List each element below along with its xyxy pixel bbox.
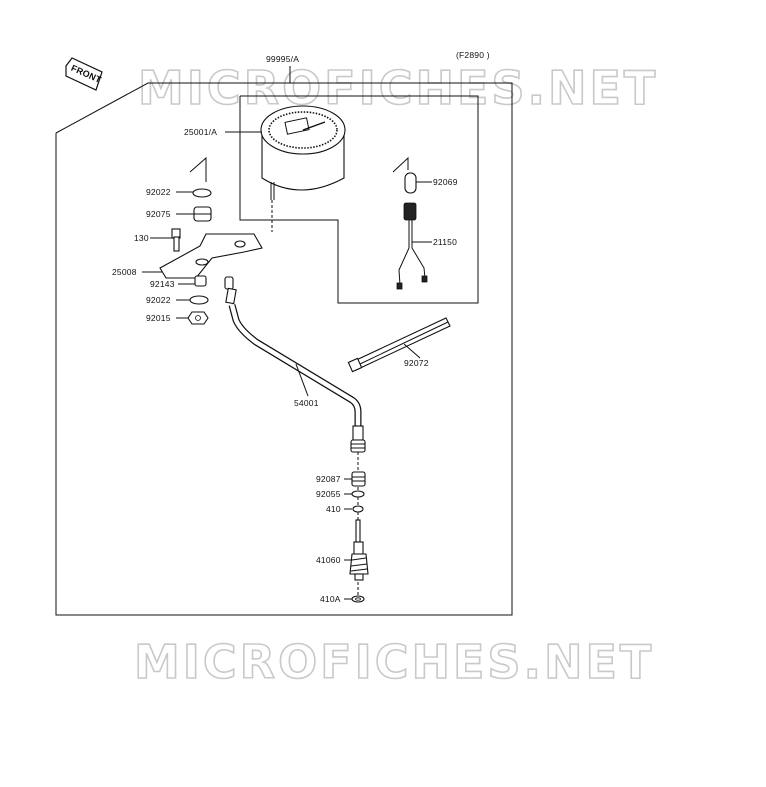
- bulb-92069: [404, 172, 417, 194]
- label-92072: 92072: [404, 358, 429, 368]
- band-92072: [347, 317, 451, 373]
- label-410a: 410A: [320, 594, 341, 604]
- label-92143: 92143: [150, 279, 175, 289]
- kit-label: 99995/A: [266, 54, 299, 64]
- kit-frame: [55, 82, 513, 616]
- stack-leader-top: [189, 156, 207, 182]
- leader-54001: [295, 363, 309, 397]
- diagram-code: (F2890 ): [456, 50, 490, 60]
- label-41060: 41060: [316, 555, 341, 565]
- label-92087: 92087: [316, 474, 341, 484]
- gear-41060: [349, 519, 369, 581]
- label-92022-top: 92022: [146, 187, 171, 197]
- label-54001: 54001: [294, 398, 319, 408]
- label-410: 410: [326, 504, 341, 514]
- label-92055: 92055: [316, 489, 341, 499]
- grommet-92075: [193, 206, 212, 222]
- collar-92143: [194, 275, 207, 287]
- watermark-bottom: MICROFICHES.NET: [134, 635, 654, 689]
- bushing-92087: [351, 471, 366, 487]
- label-25008: 25008: [112, 267, 137, 277]
- watermark-top: MICROFICHES.NET: [138, 61, 658, 115]
- label-92069: 92069: [433, 177, 458, 187]
- label-130: 130: [134, 233, 149, 243]
- label-21150: 21150: [433, 237, 457, 247]
- label-92075: 92075: [146, 209, 171, 219]
- cable-54001: [224, 276, 366, 453]
- meter-frame: [239, 95, 479, 304]
- socket-21150: [396, 202, 428, 290]
- bracket-25008: [159, 233, 263, 279]
- front-arrow-icon: FRONT: [65, 57, 103, 91]
- washer-92022-top: [192, 188, 212, 198]
- label-92022-bot: 92022: [146, 295, 171, 305]
- nut-92015: [187, 311, 209, 325]
- bulb-leader-top: [392, 156, 409, 173]
- washer-410a-hole: [355, 597, 361, 601]
- washer-410: [352, 505, 364, 513]
- bolt-130: [171, 228, 181, 252]
- label-25001-a: 25001/A: [184, 127, 217, 137]
- label-92015: 92015: [146, 313, 171, 323]
- speedometer-part: [260, 105, 346, 200]
- leader-92072: [403, 343, 421, 359]
- washer-92022-bot: [189, 295, 209, 305]
- oring-92055: [351, 490, 365, 498]
